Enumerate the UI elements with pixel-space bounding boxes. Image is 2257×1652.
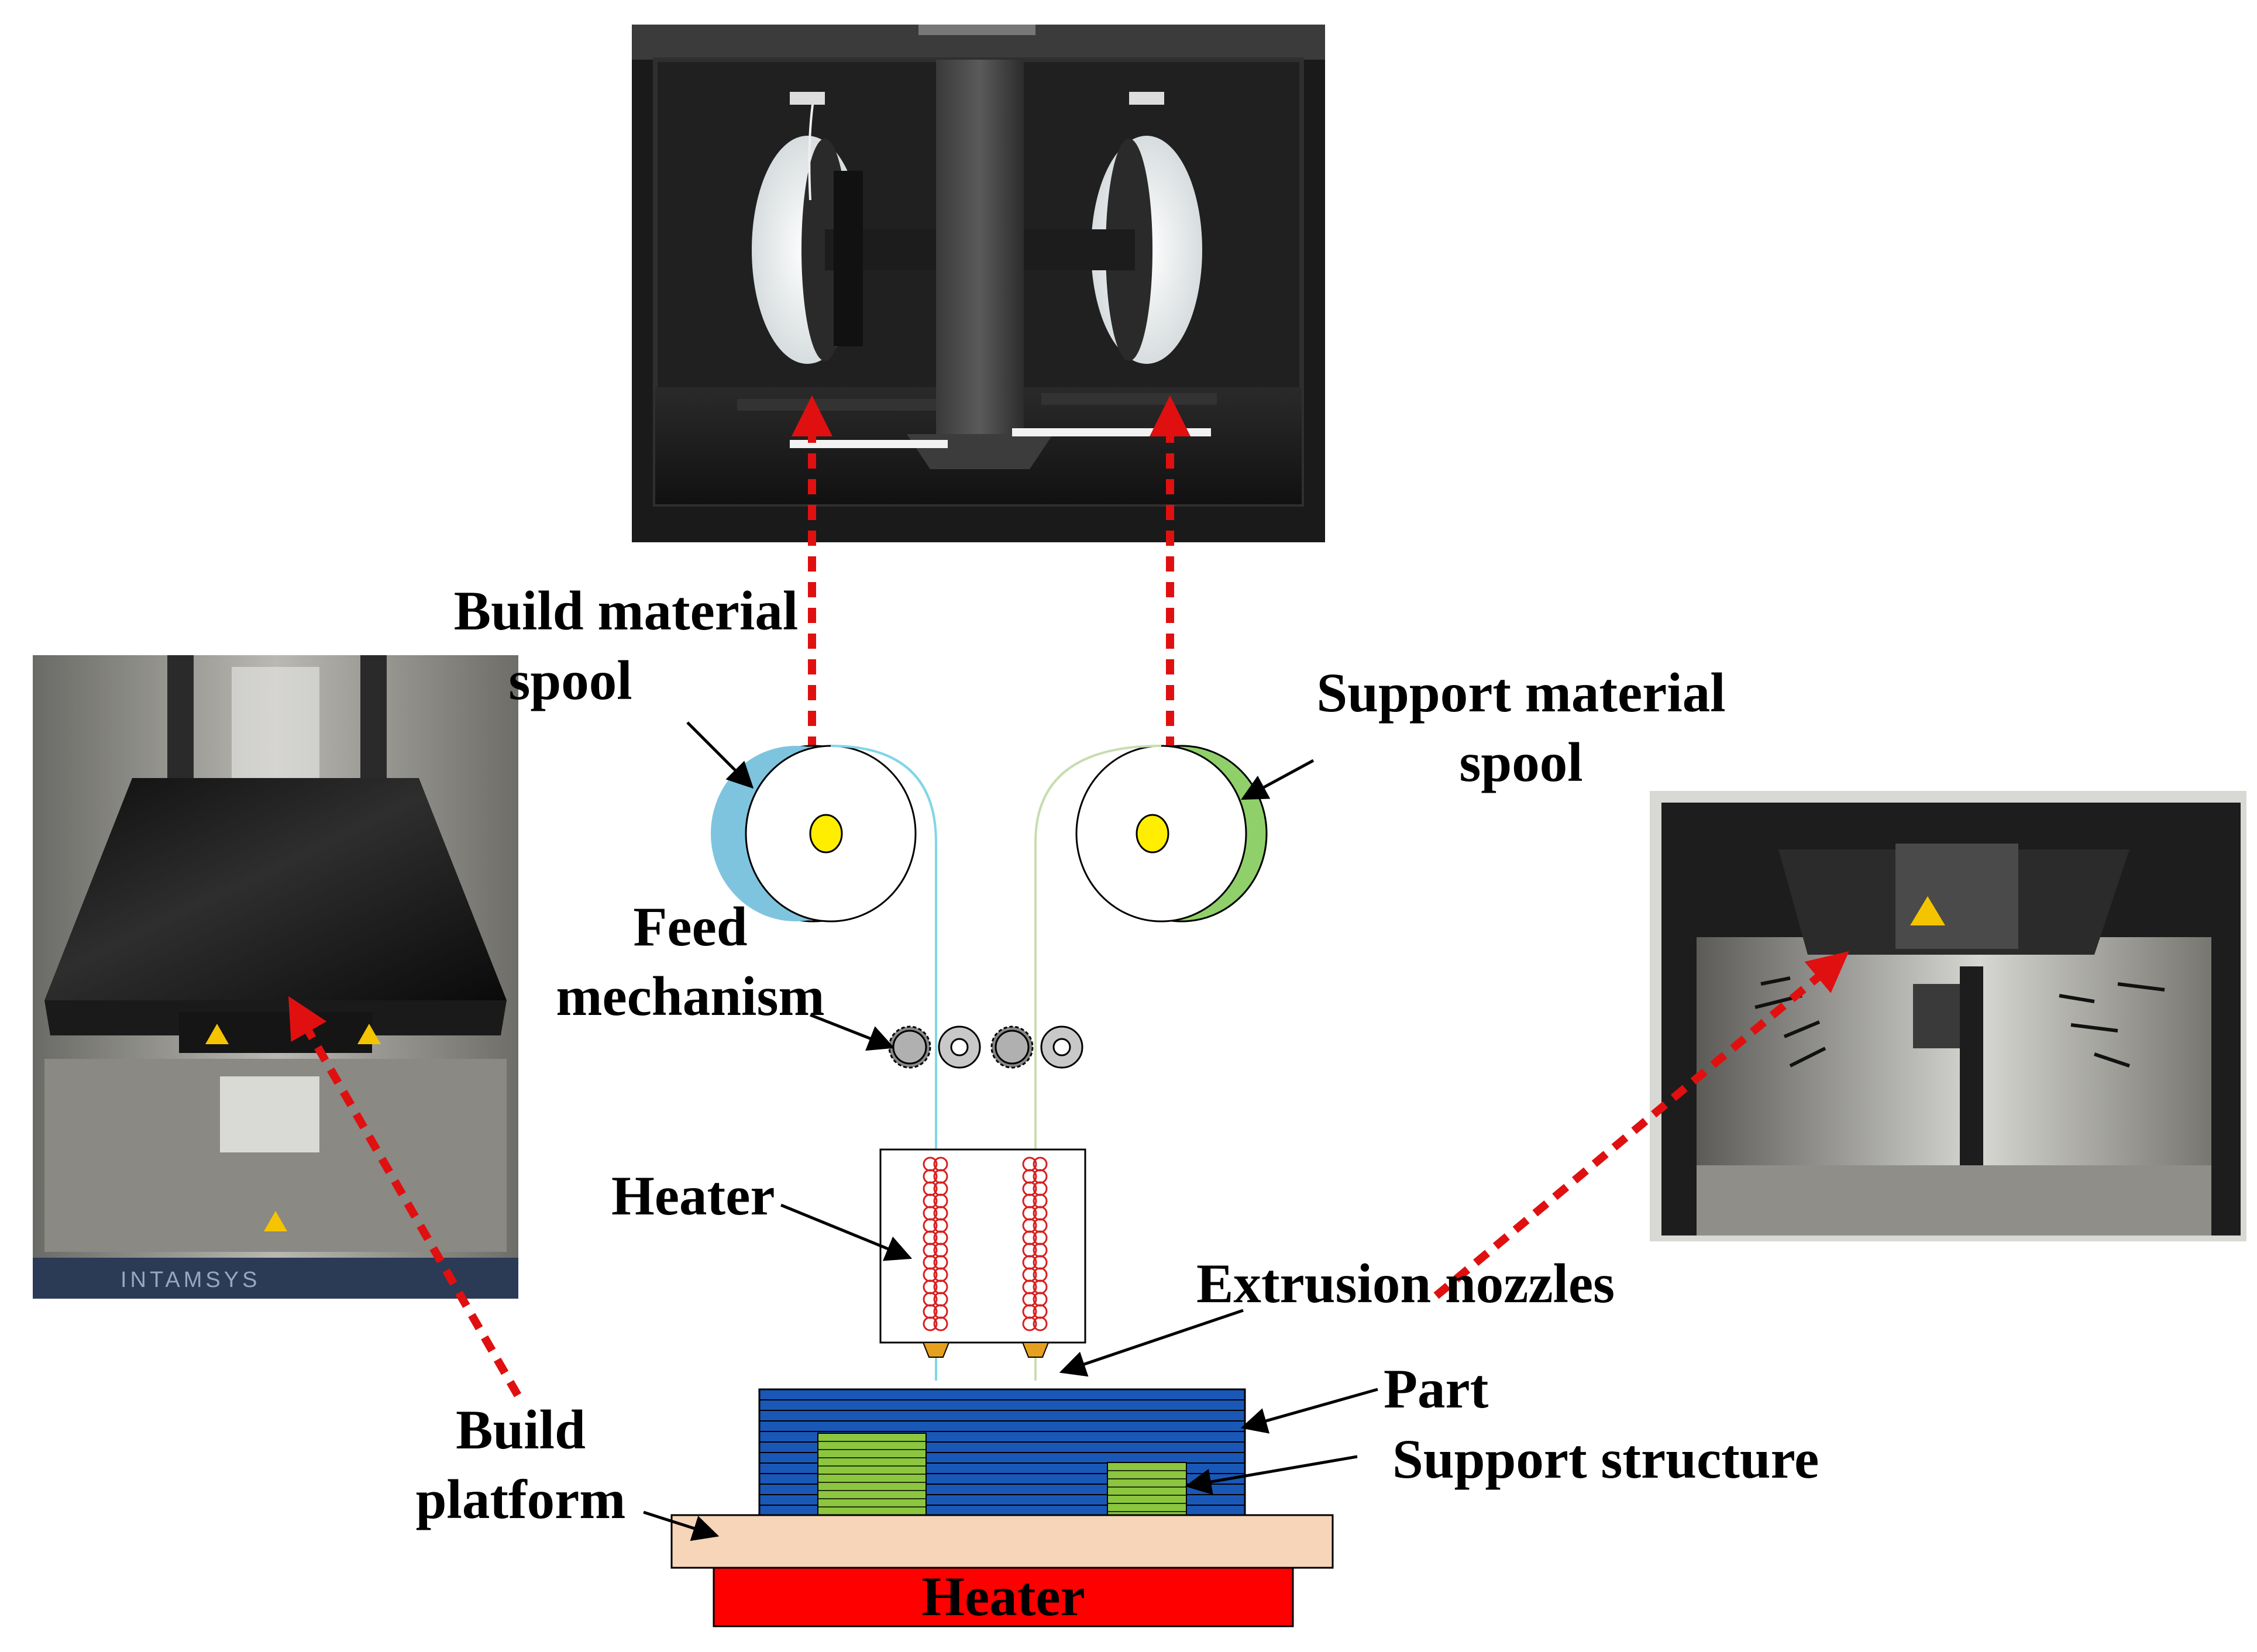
heating-coils <box>923 1157 1048 1331</box>
label-heater-bed: Heater <box>921 1565 1085 1627</box>
support-spool-core <box>1136 814 1169 853</box>
build-platform-plate <box>670 1514 1334 1569</box>
coil-loop <box>1022 1316 1037 1331</box>
extruder-heater-block <box>879 1148 1086 1344</box>
label-line: Feed <box>633 896 748 958</box>
build-filament <box>830 745 937 1381</box>
support-filament <box>1034 745 1162 1381</box>
coil-loop <box>923 1316 938 1331</box>
support-material-spool <box>1075 745 1268 923</box>
label-line: Support material <box>1316 662 1726 724</box>
label-heater-head: Heater <box>611 1165 775 1227</box>
printer-brand-text: INTAMSYS <box>121 1268 260 1292</box>
coil-loop <box>1033 1316 1048 1331</box>
label-line: Build material <box>453 580 799 642</box>
build-material-spool <box>711 745 917 923</box>
label-line: platform <box>415 1468 626 1530</box>
label-extrusion-nozzles: Extrusion nozzles <box>1196 1252 1615 1314</box>
support-structure-right <box>1107 1462 1187 1516</box>
label-build-material-spool: Build material spool <box>421 576 831 715</box>
label-feed-mechanism: Feed mechanism <box>515 892 866 1031</box>
feed-mechanism-rollers <box>888 1025 1083 1069</box>
label-build-platform: Build platform <box>374 1395 667 1534</box>
label-line: Build <box>456 1399 586 1461</box>
build-platform-photo-link <box>288 996 522 1398</box>
build-spool-core <box>809 814 843 853</box>
label-support-structure: Support structure <box>1392 1428 1819 1490</box>
label-support-material-spool: Support material spool <box>1287 658 1755 797</box>
label-line: spool <box>508 649 632 711</box>
label-line: spool <box>1459 731 1583 793</box>
label-line: mechanism <box>556 965 825 1027</box>
heater-bed <box>713 1567 1294 1627</box>
coil-loop <box>933 1316 948 1331</box>
build-nozzle <box>922 1342 950 1358</box>
print-chamber-photo <box>1650 791 2246 1241</box>
support-nozzle <box>1021 1342 1050 1358</box>
label-part: Part <box>1384 1358 1489 1420</box>
build-platform-photo: INTAMSYS <box>33 655 518 1299</box>
nozzle-photo-link <box>1433 951 1849 1299</box>
